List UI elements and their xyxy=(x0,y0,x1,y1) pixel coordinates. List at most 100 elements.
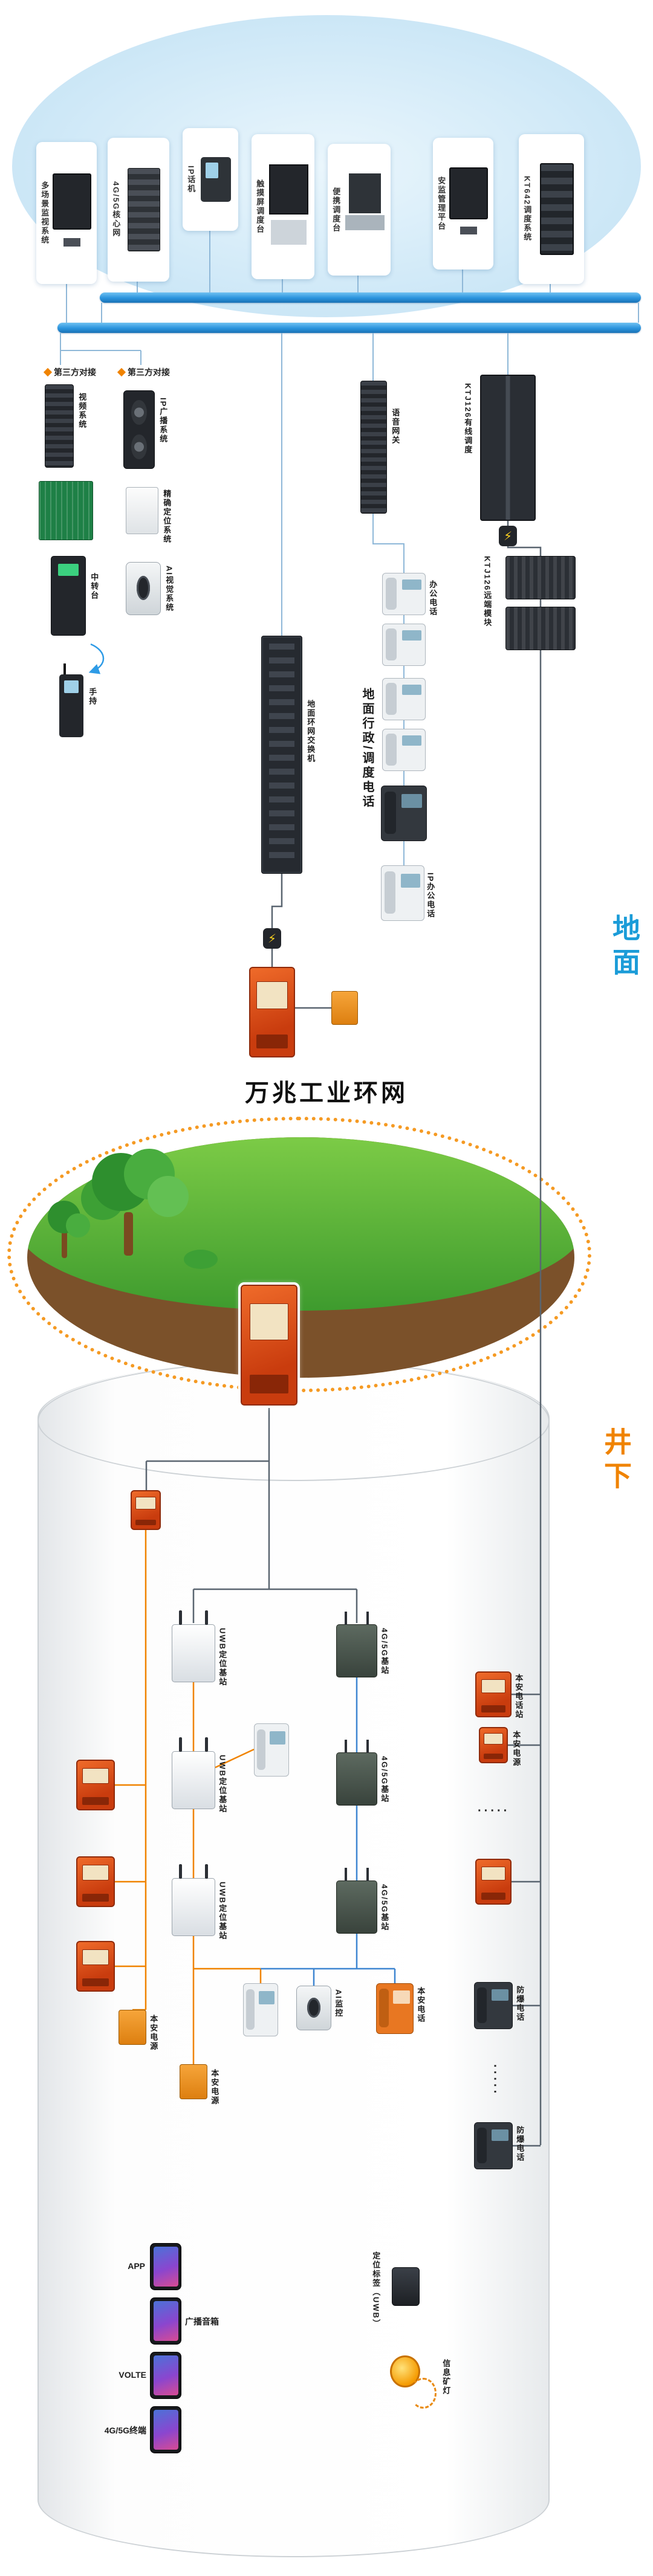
app-label: APP xyxy=(128,2261,145,2271)
explosion-proof-phone-2 xyxy=(474,2122,513,2169)
lightning-icon: ⚡ xyxy=(499,526,517,546)
third-party-label: 第三方对接 xyxy=(128,367,170,377)
bts-station-label: 4G/5G基站 xyxy=(380,1628,389,1676)
device-label: 多场景监视系统 xyxy=(40,181,50,245)
safe-power-box-1 xyxy=(76,1760,115,1810)
terminal-4g5g-label: 4G/5G终端 xyxy=(104,2426,146,2435)
ai-vision-label: AI视觉系统 xyxy=(164,566,174,612)
miner-lamp-device xyxy=(387,2351,438,2410)
bts-station-1 xyxy=(336,1612,377,1677)
office-phone-label: 办公电话 xyxy=(428,580,438,616)
volte-label: VOLTE xyxy=(119,2370,146,2380)
office-phone-4 xyxy=(382,729,426,771)
uwb-station-label: UWB定位基站 xyxy=(218,1628,227,1687)
device-label: 安监管理平台 xyxy=(437,176,446,231)
ai-vision-camera xyxy=(126,562,161,615)
continuation-dots: ····· xyxy=(488,2064,501,2097)
small-power-box xyxy=(331,991,358,1025)
voice-gateway-label: 语音网关 xyxy=(391,408,400,445)
cloud-device-touchscreen-console: 触摸屏调度台 xyxy=(252,134,314,279)
uwb-base-station-3 xyxy=(172,1864,215,1936)
ground-side-label: 地面 xyxy=(609,914,640,981)
safe-power-box-3 xyxy=(76,1941,115,1992)
safe-phone-station-label: 本安电话站 xyxy=(514,1674,524,1719)
ktj126-wired-cabinet xyxy=(480,375,536,521)
dispatch-phone-dark xyxy=(381,786,427,841)
safe-power-right-device xyxy=(479,1727,508,1763)
device-label: 便携调度台 xyxy=(331,187,341,233)
handheld-label: 手持 xyxy=(88,688,97,706)
diamond-icon xyxy=(117,367,126,377)
safe-power-right-device-2 xyxy=(475,1859,512,1905)
admin-dispatch-phone-label: 地面行政/调度电话 xyxy=(360,688,374,810)
safe-phone-label: 本安电话 xyxy=(416,1987,426,2023)
third-party-title-right: 第三方对接 xyxy=(117,366,170,378)
ip-office-phone-device xyxy=(381,865,424,921)
uwb-station-label: UWB定位基站 xyxy=(218,1755,227,1814)
junction-box xyxy=(131,1490,161,1530)
smartphone-broadcast xyxy=(150,2297,181,2345)
smartphone-app xyxy=(150,2243,181,2290)
bts-station-label: 4G/5G基站 xyxy=(380,1756,389,1804)
uwb-station-label: UWB定位基站 xyxy=(218,1882,227,1941)
ai-monitor-camera xyxy=(296,1986,331,2030)
continuation-dots: ····· xyxy=(478,1804,510,1818)
monitor-icon xyxy=(447,161,490,247)
explosion-phone-label: 防爆电话 xyxy=(515,2126,525,2162)
laptop-icon xyxy=(342,167,387,253)
ip-broadcast-label: IP广播系统 xyxy=(158,398,168,444)
cloud-device-kt642-dispatch: KT642调度系统 xyxy=(519,134,584,284)
backbone-bus-top xyxy=(100,292,641,303)
monitor-icon xyxy=(51,166,93,260)
device-label: 4G/5G核心网 xyxy=(111,181,121,238)
third-party-label: 第三方对接 xyxy=(54,367,96,377)
uwb-tag-label: 定位标签（UWB） xyxy=(371,2252,381,2329)
cloud-device-portable-console: 便携调度台 xyxy=(328,144,391,276)
device-label: KT642调度系统 xyxy=(522,176,532,242)
cloud-device-safety-platform: 安监管理平台 xyxy=(433,138,493,270)
repeater-label: 中转台 xyxy=(89,573,99,600)
positioning-system-label: 精确定位系统 xyxy=(162,489,172,544)
ktj126-remote-module-2 xyxy=(505,607,576,650)
wall-phone-2 xyxy=(243,1983,278,2036)
ground-ring-switch-rack xyxy=(261,636,302,874)
office-phone-2 xyxy=(382,624,426,666)
office-phone-3 xyxy=(382,678,426,720)
dotted-boundary-ring xyxy=(7,1117,591,1392)
uwb-base-station-1 xyxy=(172,1610,215,1682)
device-label: IP话机 xyxy=(186,165,196,194)
video-system-label: 视频系统 xyxy=(77,393,87,429)
ktj126-remote-module-1 xyxy=(505,556,576,599)
third-party-title-left: 第三方对接 xyxy=(43,366,96,378)
safe-power-small-mid xyxy=(180,2064,207,2099)
safe-power-label: 本安电源 xyxy=(512,1731,521,1767)
phone-icon xyxy=(197,147,235,212)
ktj126-remote-label: KTJ126远端模块 xyxy=(482,556,492,628)
safe-power-box-2 xyxy=(76,1856,115,1907)
ground-ring-switch-label: 地面环网交换机 xyxy=(306,700,316,763)
safe-power-small-left xyxy=(119,2010,146,2045)
safe-power-label: 本安电源 xyxy=(149,2015,158,2051)
explosion-proof-phone-1 xyxy=(474,1982,513,2029)
wall-phone-1 xyxy=(254,1723,289,1777)
bts-station-2 xyxy=(336,1740,377,1806)
video-system-rack xyxy=(45,384,74,468)
backbone-bus-bottom xyxy=(57,323,641,333)
ktj126-wired-label: KTJ126有线调度 xyxy=(463,383,473,455)
cloud-device-multi-scene-monitoring: 多场景监视系统 xyxy=(36,142,97,284)
uwb-base-station-2 xyxy=(172,1737,215,1809)
handheld-radio xyxy=(59,663,83,737)
rack-icon xyxy=(533,160,580,259)
safe-phone-station-device xyxy=(475,1671,512,1717)
circuit-board xyxy=(39,481,93,540)
ip-broadcast-speaker xyxy=(123,390,155,469)
underground-side-label: 井下 xyxy=(600,1427,632,1495)
office-phone-1 xyxy=(382,573,426,615)
repeater-device xyxy=(51,556,86,636)
ip-office-phone-label: IP办公电话 xyxy=(426,873,435,919)
bts-station-label: 4G/5G基站 xyxy=(380,1884,389,1932)
underground-main-switch-box xyxy=(238,1282,300,1408)
device-label: 触摸屏调度台 xyxy=(255,179,265,234)
voice-gateway-rack xyxy=(360,381,387,514)
